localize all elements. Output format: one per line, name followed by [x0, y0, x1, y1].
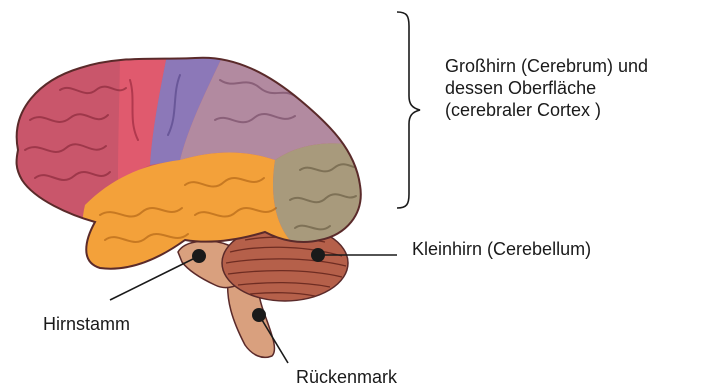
cerebellum-marker [311, 248, 325, 262]
spinal-marker [252, 308, 266, 322]
cerebrum-label-line: (cerebraler Cortex ) [445, 99, 648, 121]
brainstem-marker [192, 249, 206, 263]
cerebellum-label: Kleinhirn (Cerebellum) [412, 238, 591, 260]
cerebrum-label-line: dessen Oberfläche [445, 77, 648, 99]
cerebrum-label-line: Großhirn (Cerebrum) und [445, 55, 648, 77]
brainstem-label: Hirnstamm [43, 313, 130, 335]
cerebrum-brace [397, 12, 420, 208]
spinal-cord-label: Rückenmark [296, 366, 397, 388]
cerebrum-label: Großhirn (Cerebrum) und dessen Oberfläch… [445, 55, 648, 121]
